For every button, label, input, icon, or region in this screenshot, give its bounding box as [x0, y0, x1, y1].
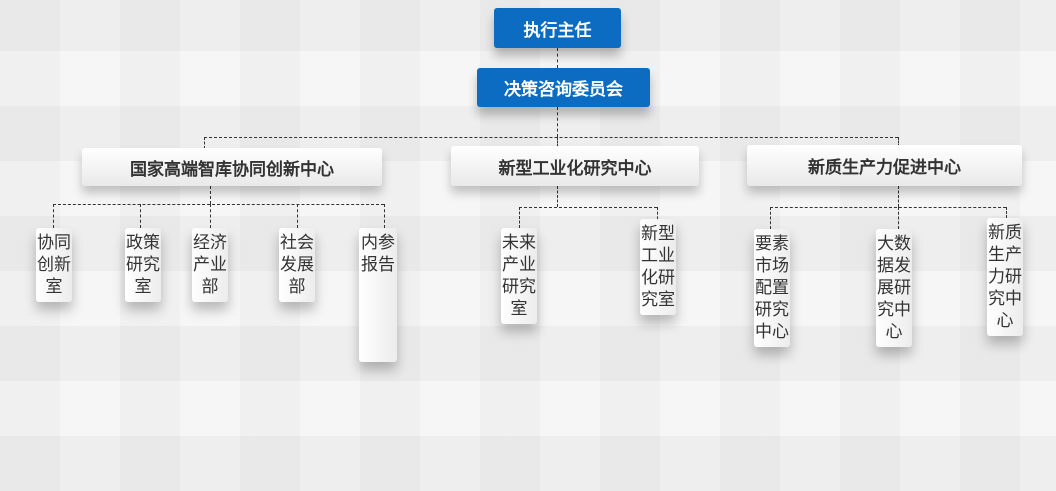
connector-line [519, 207, 657, 208]
connector-line [770, 207, 1006, 208]
connector-line [657, 207, 658, 224]
connector-line [210, 204, 211, 228]
unit-box: 要素市场配置研究中心 [754, 229, 790, 347]
connector-line [898, 207, 899, 229]
unit-box: 政策研究室 [125, 228, 161, 302]
unit-box: 社会发展部 [279, 228, 315, 302]
connector-line [53, 204, 384, 205]
center-think-tank-box: 国家高端智库协同创新中心 [82, 148, 382, 186]
unit-box: 协同创新室 [36, 228, 72, 302]
unit-box: 未来产业研究室 [501, 228, 537, 324]
unit-box: 新型工业化研究室 [640, 219, 676, 315]
connector-line [210, 186, 211, 204]
connector-line [898, 186, 899, 207]
connector-line [557, 186, 558, 207]
connector-line [770, 207, 771, 229]
connector-line [557, 107, 558, 137]
connector-line [53, 204, 54, 228]
unit-box: 内参报告 [359, 228, 397, 362]
connector-line [204, 137, 898, 138]
connector-line [1006, 207, 1007, 218]
center-industrialization-box: 新型工业化研究中心 [451, 146, 699, 186]
center-productivity-box: 新质生产力促进中心 [747, 145, 1022, 186]
connector-line [557, 137, 558, 147]
connector-line [140, 204, 141, 228]
connector-line [557, 48, 558, 68]
connector-line [297, 204, 298, 228]
connector-line [898, 137, 899, 147]
unit-box: 经济产业部 [192, 228, 228, 302]
advisory-committee-box: 决策咨询委员会 [477, 68, 650, 107]
connector-line [384, 204, 385, 228]
connector-line [204, 137, 205, 149]
unit-box: 大数据发展研究中心 [876, 229, 912, 347]
connector-line [519, 207, 520, 228]
executive-director-box: 执行主任 [494, 8, 621, 48]
unit-box: 新质生产力研究中心 [987, 218, 1023, 336]
